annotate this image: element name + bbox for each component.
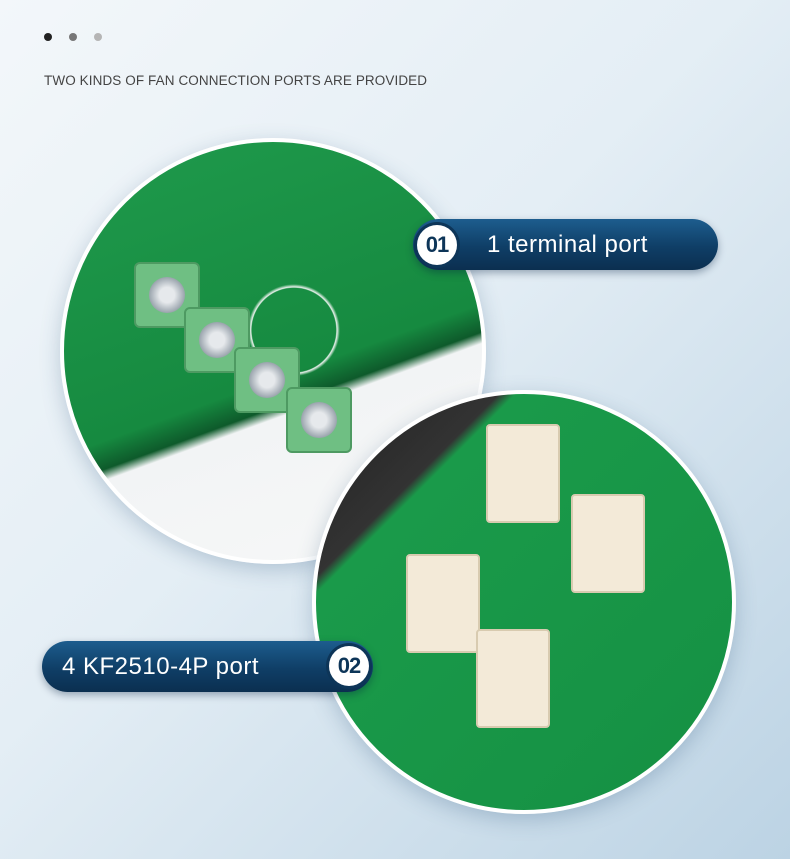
screw-terminal <box>184 307 250 373</box>
callout-label: 1 terminal port <box>487 230 648 258</box>
pagination-dot-2[interactable] <box>69 33 77 41</box>
screw-terminal <box>286 387 352 453</box>
fan-connector <box>406 554 480 653</box>
callout-label: 4 KF2510-4P port <box>62 652 260 680</box>
terminal-port-photo <box>60 138 486 564</box>
fan-connector <box>486 424 560 523</box>
callout-number-badge: 01 <box>417 224 457 265</box>
carousel-pagination <box>44 33 102 41</box>
pagination-dot-1[interactable] <box>44 33 52 41</box>
pagination-dot-3[interactable] <box>94 33 102 41</box>
fan-connector-photo <box>312 390 736 814</box>
callout-kf2510-port: 4 KF2510-4P port 02 <box>42 641 373 692</box>
callout-terminal-port: 01 1 terminal port <box>413 219 718 270</box>
callout-number-badge: 02 <box>329 646 369 686</box>
fan-connector <box>571 494 645 593</box>
section-subtitle: TWO KINDS OF FAN CONNECTION PORTS ARE PR… <box>44 73 428 88</box>
fan-connector <box>476 629 550 728</box>
screw-terminal <box>134 262 200 328</box>
